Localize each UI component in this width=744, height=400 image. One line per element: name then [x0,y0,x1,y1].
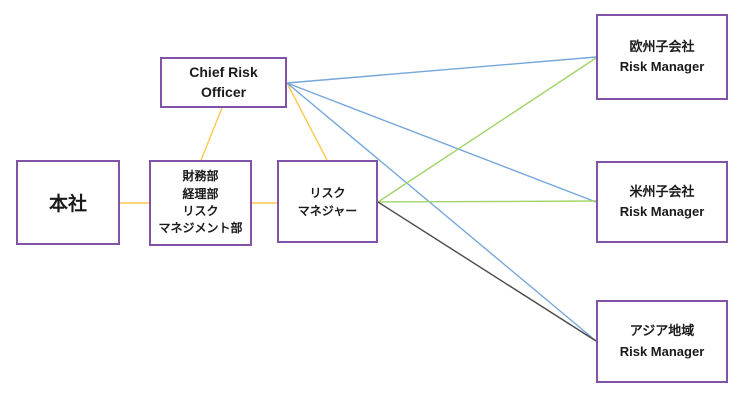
node-americas-subsidiary: 米州子会社 Risk Manager [596,161,728,243]
node-chief-risk-officer-label: Chief Risk Officer [189,63,258,100]
node-finance-dept: 財務部 経理部 リスク マネジメント部 [149,160,252,246]
node-asia-region-label: アジア地域 Risk Manager [619,323,705,359]
node-risk-manager-label: リスク マネジャー [297,185,358,218]
edge-cro-europe [286,56,597,84]
node-europe-subsidiary: 欧州子会社 Risk Manager [596,14,728,100]
edge-cro-finance [200,107,223,161]
edge-cro-riskmanager [286,82,328,161]
edge-riskmanager-europe [377,57,597,203]
node-americas-subsidiary-label: 米州子会社 Risk Manager [619,183,705,219]
node-headquarters: 本社 [16,160,120,245]
edge-riskmanager-americas [377,200,597,203]
node-chief-risk-officer: Chief Risk Officer [160,57,287,108]
edge-riskmanager-asia [377,201,597,342]
node-risk-manager: リスク マネジャー [277,160,378,243]
edge-cro-asia [286,82,597,342]
node-asia-region: アジア地域 Risk Manager [596,300,728,383]
node-finance-dept-label: 財務部 経理部 リスク マネジメント部 [158,169,243,236]
node-headquarters-label: 本社 [48,194,87,215]
node-europe-subsidiary-label: 欧州子会社 Risk Manager [619,38,705,74]
edge-cro-americas [286,82,597,203]
